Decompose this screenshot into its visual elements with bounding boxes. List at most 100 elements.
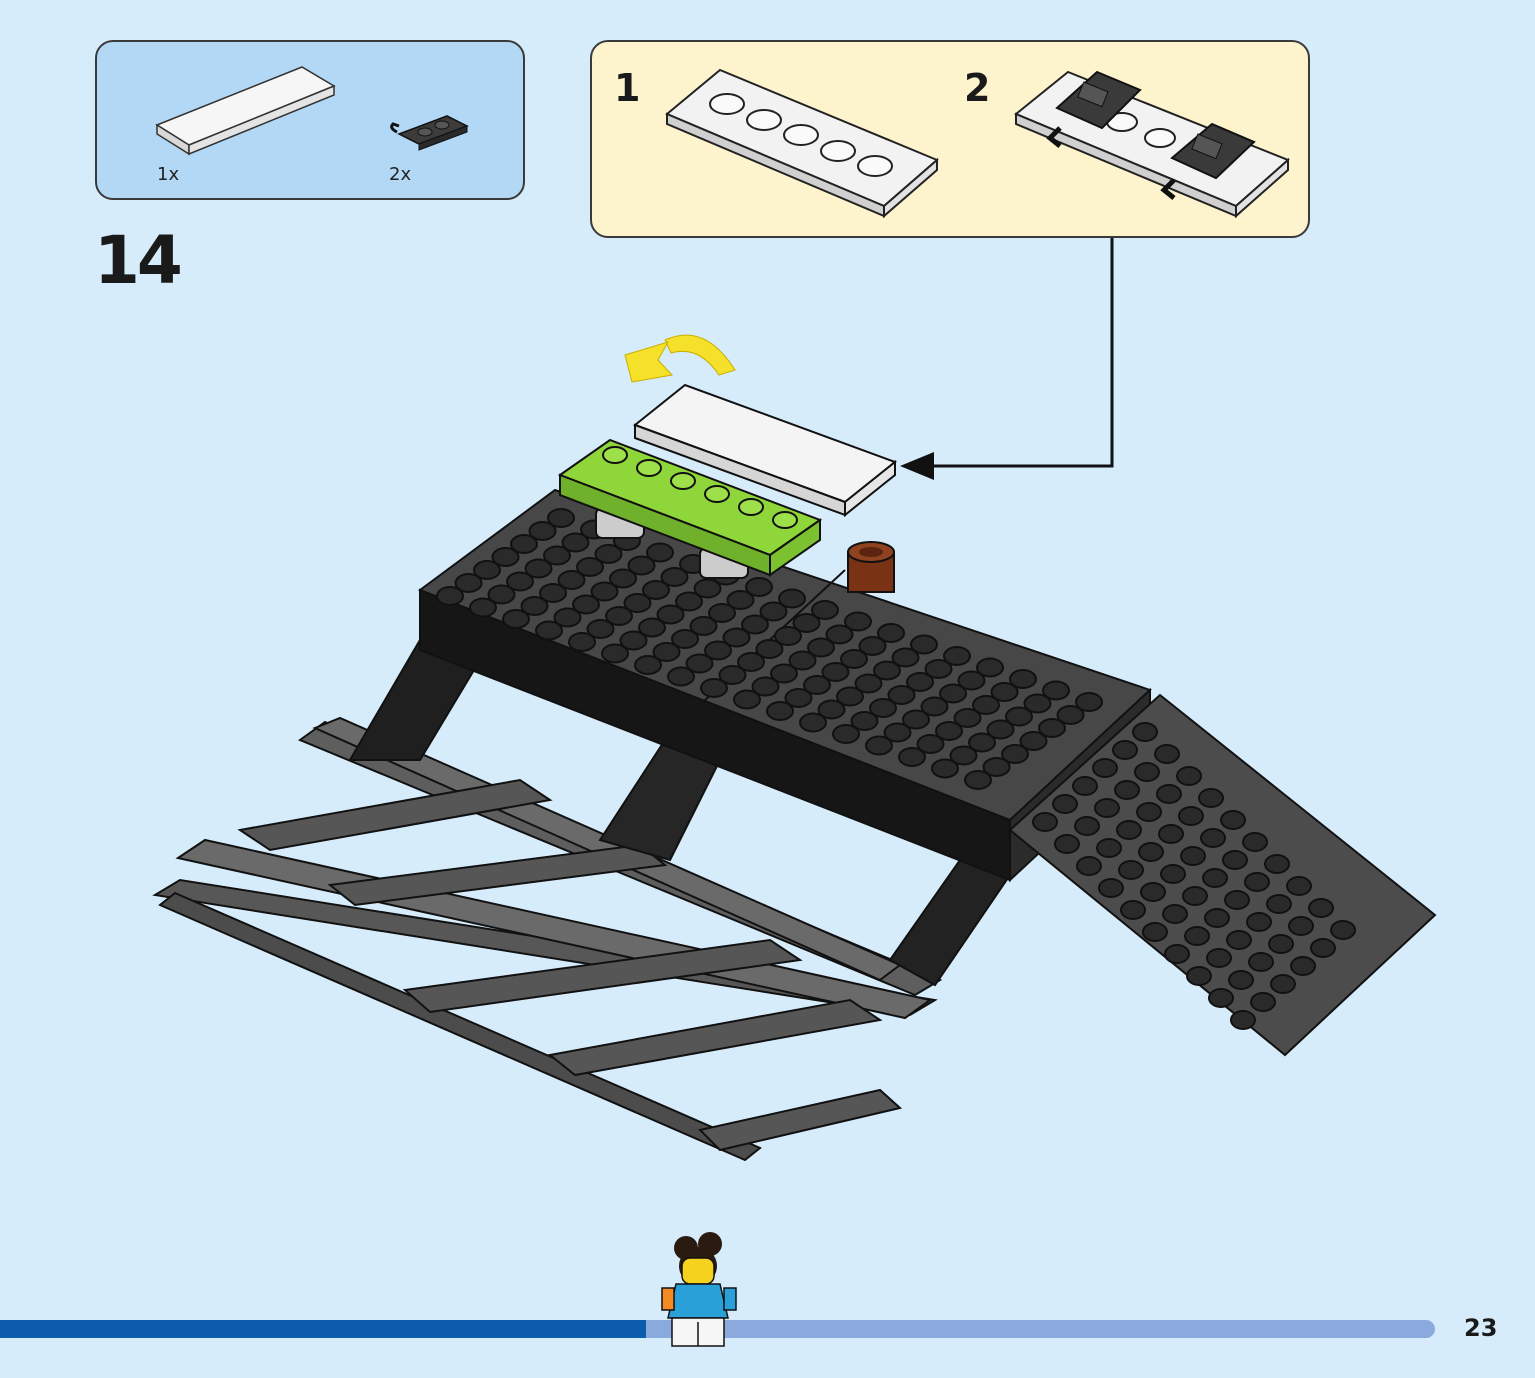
stud — [1288, 916, 1314, 936]
stud — [939, 683, 967, 704]
stud — [1202, 868, 1228, 888]
clip-plate-assembly-icon — [1014, 70, 1290, 219]
stud — [1162, 904, 1188, 924]
stud — [898, 747, 926, 767]
stud — [1178, 806, 1204, 826]
substep-number-2: 2 — [964, 66, 991, 110]
stud — [738, 498, 764, 516]
minifigure-icon — [661, 1232, 737, 1347]
stud — [854, 673, 883, 694]
stud — [605, 606, 633, 626]
stud — [1116, 820, 1142, 840]
stud — [883, 722, 912, 743]
stud — [772, 511, 798, 529]
stud — [1228, 970, 1254, 990]
stud — [821, 662, 850, 682]
stud — [1264, 854, 1290, 874]
stud — [524, 558, 553, 579]
page-number: 23 — [1464, 1314, 1498, 1342]
subassembly-art — [665, 68, 1290, 219]
stud — [1184, 926, 1210, 946]
stud — [646, 542, 674, 563]
stud — [1114, 780, 1140, 800]
parts-list-art — [155, 66, 469, 156]
stud — [957, 670, 986, 691]
stud — [1094, 798, 1120, 818]
stud — [873, 660, 901, 681]
white-tile-new — [632, 383, 898, 518]
stud — [528, 521, 557, 541]
stud — [1200, 828, 1226, 848]
stud — [733, 689, 761, 710]
stud — [671, 629, 699, 649]
stud — [652, 642, 681, 662]
part-quantity-1: 1x — [157, 164, 180, 185]
stud — [906, 672, 934, 692]
stud — [755, 639, 784, 659]
lime-plate — [557, 438, 823, 577]
white-plate-icon — [665, 68, 939, 219]
stud — [1246, 912, 1272, 932]
stud — [535, 620, 563, 641]
stud — [473, 560, 501, 580]
stud — [627, 555, 656, 576]
rail-track — [152, 716, 943, 1162]
stud — [832, 724, 860, 744]
stud — [1270, 974, 1296, 994]
ramp — [1008, 693, 1437, 1057]
stud — [568, 632, 596, 652]
stud — [982, 757, 1011, 777]
stud — [1138, 842, 1164, 862]
stud — [1132, 722, 1158, 742]
stud — [1001, 744, 1029, 764]
stud — [1250, 992, 1276, 1012]
stud — [1112, 740, 1138, 760]
stud — [964, 770, 992, 790]
stud — [726, 590, 755, 610]
subassembly-callout: 1 2 — [590, 40, 1310, 238]
stud — [700, 678, 728, 698]
stud — [935, 721, 963, 741]
stud — [454, 573, 483, 593]
white-tile-icon — [155, 66, 336, 156]
stud — [1038, 718, 1066, 738]
stud — [792, 613, 821, 633]
stud — [741, 614, 769, 635]
stud — [1142, 922, 1168, 942]
stud — [1076, 856, 1102, 876]
stud — [1244, 872, 1270, 892]
parts-list-box: 1x 2x — [95, 40, 525, 200]
stud — [920, 696, 949, 717]
stud — [968, 732, 996, 753]
stud — [642, 580, 670, 600]
stud — [576, 557, 604, 577]
stud — [572, 594, 600, 615]
stud — [1180, 846, 1206, 866]
stud — [840, 649, 868, 669]
stud — [949, 745, 978, 766]
stud — [887, 685, 916, 705]
stud — [520, 596, 549, 616]
stud — [865, 735, 893, 756]
stud — [675, 591, 703, 612]
stud — [1208, 988, 1234, 1008]
stud — [745, 577, 773, 597]
stud — [737, 652, 765, 672]
stud — [766, 701, 794, 721]
stud — [1248, 952, 1274, 972]
stud — [667, 666, 695, 687]
stud — [491, 547, 520, 567]
stud — [704, 640, 732, 661]
stud — [506, 571, 534, 592]
callout-arrow-icon — [900, 452, 934, 480]
stud — [1290, 956, 1316, 976]
stud — [1268, 934, 1294, 954]
stud — [1176, 766, 1202, 786]
stud — [1042, 680, 1070, 701]
stud — [1052, 794, 1078, 814]
stud — [1120, 900, 1146, 920]
stud — [1054, 834, 1080, 854]
part-quantity-2: 2x — [389, 164, 412, 185]
stud — [586, 619, 615, 639]
